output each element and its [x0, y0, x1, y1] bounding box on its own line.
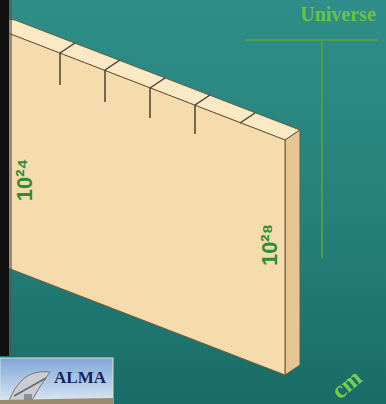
- dimension-label: 10²⁴: [14, 159, 36, 202]
- dimension-label: 10²⁸: [259, 224, 281, 266]
- slab-side-face: [285, 130, 300, 375]
- left-shadow-bar: [0, 0, 9, 356]
- unit-label: cm: [327, 365, 366, 403]
- slab-front-face: [0, 30, 285, 375]
- left-shadow-edge: [9, 0, 12, 356]
- underline: [245, 39, 378, 41]
- title-label: Universe: [300, 4, 376, 24]
- alma-photo: [0, 358, 113, 404]
- leader-line: [321, 40, 323, 258]
- ruler-ticks: [60, 43, 255, 134]
- photo-label: ALMA: [54, 369, 106, 386]
